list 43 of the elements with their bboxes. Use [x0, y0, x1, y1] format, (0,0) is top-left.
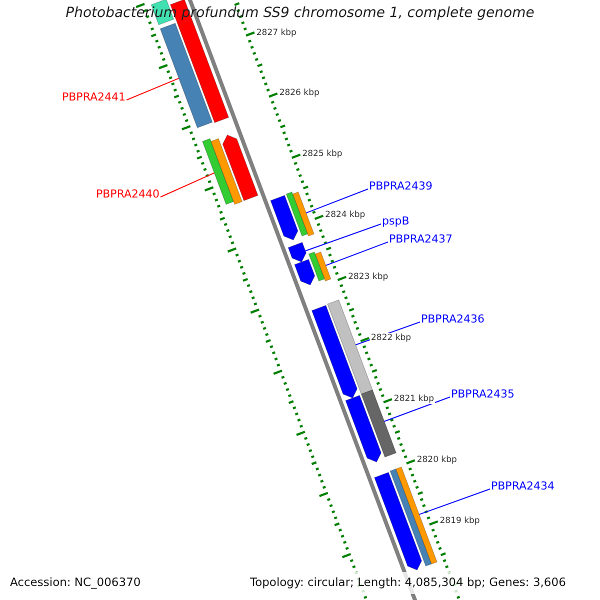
- gene-arrow-shape: [294, 258, 316, 286]
- gene-label: PBPRA2440: [96, 188, 160, 200]
- position-label: 2826 kbp: [278, 88, 320, 98]
- leader-line: [160, 172, 215, 198]
- position-label: 2819 kbp: [438, 516, 481, 526]
- gene-bar: [160, 22, 213, 128]
- leader-line: [126, 78, 180, 100]
- position-label: 2822 kbp: [370, 332, 412, 343]
- gene-label: PBPRA2439: [369, 180, 433, 192]
- gene-label: PBPRA2441: [62, 90, 126, 104]
- leader-line: [325, 242, 388, 266]
- position-label: 2820 kbp: [416, 454, 458, 465]
- gene-arrow-shape: [311, 304, 358, 398]
- gene-bar: [390, 468, 432, 566]
- footer-text: Topology: circular; Length: 4,085,304 bp; Genes: 3,606: [250, 575, 566, 589]
- leader-line: [306, 188, 368, 214]
- gene-label: PBPRA2435: [451, 388, 515, 400]
- leader-line: [418, 488, 490, 515]
- position-label: 2825 kbp: [301, 149, 344, 160]
- footer-text: Accession: NC_006370: [10, 575, 141, 589]
- position-label: 2821 kbp: [392, 394, 435, 404]
- gene-bar: [395, 466, 438, 564]
- gene-bar: [210, 138, 243, 205]
- gene-label: PBPRA2436: [421, 312, 485, 326]
- leader-line: [384, 396, 450, 422]
- gene-bar: [327, 299, 373, 395]
- gene-arrow-shape: [222, 134, 258, 202]
- gene-bar: [202, 138, 234, 205]
- gene-bar: [314, 252, 332, 282]
- position-label: 2823 kbp: [347, 272, 390, 282]
- gene-label: PBPRA2437: [389, 232, 453, 246]
- position-label: 2827 kbp: [255, 28, 298, 38]
- gene-bar: [292, 192, 314, 236]
- gene-arrow-shape: [270, 194, 298, 240]
- gene-label: pspB: [382, 214, 410, 228]
- gene-bar: [286, 192, 308, 236]
- position-label: 2824 kbp: [324, 210, 366, 220]
- gene-label: PBPRA2434: [491, 480, 555, 492]
- leader-line: [304, 224, 382, 252]
- gene-arrow-shape: [374, 472, 422, 570]
- gene-arrow-shape: [345, 394, 382, 462]
- gene-arrow-shape: [288, 242, 307, 262]
- gene-bar: [308, 252, 325, 282]
